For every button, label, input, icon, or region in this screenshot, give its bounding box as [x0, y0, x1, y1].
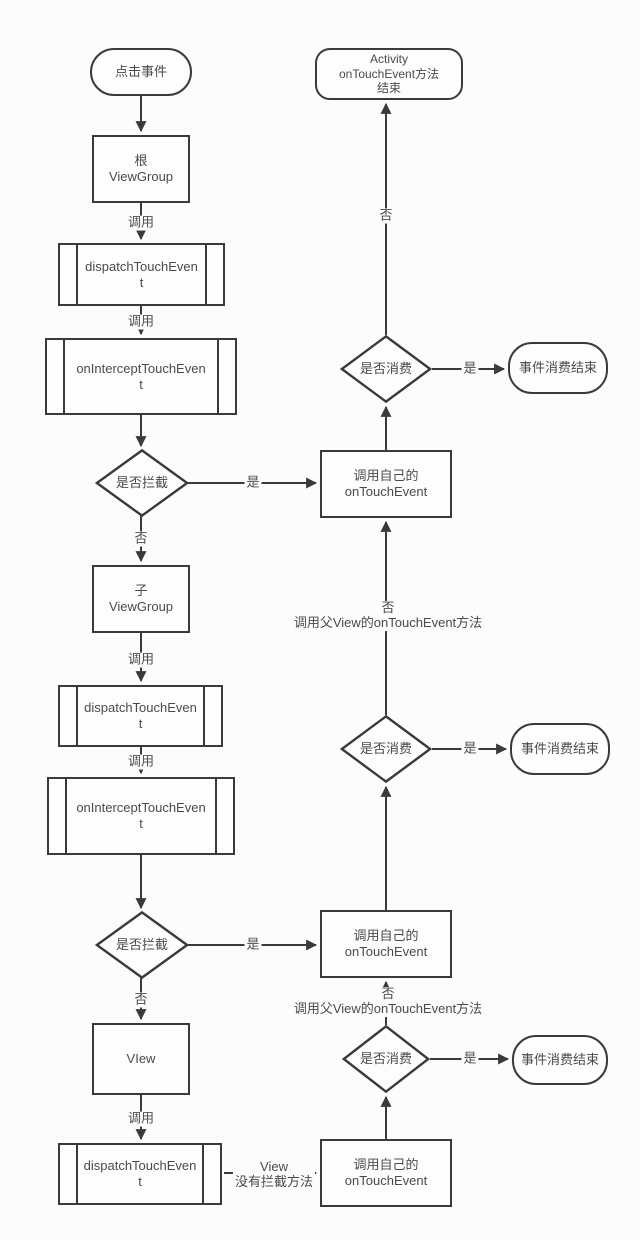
node-own-touch-event-1-label: 调用自己的 onTouchEvent [344, 468, 428, 499]
node-click-event-label: 点击事件 [114, 64, 167, 80]
decision-consume-3: 是否消费 [342, 1025, 430, 1093]
diamond-shape [95, 449, 189, 517]
node-dispatch-touch-event-2: dispatchTouchEven t [58, 685, 223, 747]
diamond-shape [342, 1025, 430, 1093]
node-own-touch-event-1: 调用自己的 onTouchEvent [320, 450, 452, 518]
diamond-shape [95, 911, 189, 979]
edge-label-call-2: 调用 [125, 313, 157, 330]
edge-label-call-3: 调用 [125, 651, 157, 668]
edge-label-no-intercept-1: 否 [132, 530, 150, 547]
node-on-intercept-touch-event-1: onInterceptTouchEven t [45, 338, 237, 415]
node-root-viewgroup: 根 ViewGroup [92, 135, 190, 203]
terminator-event-consumed-2: 事件消费结束 [510, 723, 610, 775]
decision-intercept-2: 是否拦截 [95, 911, 189, 979]
node-dispatch-touch-event-3: dispatchTouchEven t [58, 1143, 222, 1205]
node-own-touch-event-2-label: 调用自己的 onTouchEvent [344, 928, 428, 959]
predefined-bar-left [76, 1145, 78, 1203]
node-dispatch-touch-event-1: dispatchTouchEven t [58, 243, 225, 306]
terminator-event-consumed-3-label: 事件消费结束 [520, 1052, 599, 1068]
node-own-touch-event-2: 调用自己的 onTouchEvent [320, 910, 452, 978]
node-on-intercept-touch-event-1-label: onInterceptTouchEven t [76, 360, 206, 392]
edge-label-no-parent-ontouch-1: 否 调用父View的onTouchEvent方法 [291, 600, 485, 631]
edge-label-no-intercept-2: 否 [132, 991, 150, 1008]
decision-consume-2-label: 是否消费 [359, 741, 412, 757]
terminator-event-consumed-1-label: 事件消费结束 [518, 360, 597, 376]
node-own-touch-event-3-label: 调用自己的 onTouchEvent [344, 1157, 428, 1188]
edge-label-no-consume-top: 否 [377, 207, 395, 224]
decision-consume-2: 是否消费 [340, 715, 432, 783]
terminator-activity-ontouchevent-end: Activity onTouchEvent方法 结束 [315, 48, 463, 100]
node-own-touch-event-3: 调用自己的 onTouchEvent [320, 1139, 452, 1207]
predefined-bar-right [217, 340, 219, 413]
diamond-shape [340, 335, 432, 403]
edge-label-yes-consume-3: 是 [461, 1050, 479, 1067]
node-view: VIew [92, 1023, 190, 1095]
edge-label-no-parent-ontouch-2: 否 调用父View的onTouchEvent方法 [291, 986, 485, 1017]
edge-label-yes-intercept-1: 是 [244, 474, 262, 491]
edge-label-call-1: 调用 [125, 214, 157, 231]
edge-label-call-4: 调用 [125, 753, 157, 770]
node-dispatch-touch-event-2-label: dispatchTouchEven t [84, 700, 197, 731]
predefined-bar-left [63, 340, 65, 413]
terminator-activity-label: Activity onTouchEvent方法 结束 [338, 52, 440, 96]
edge-label-yes-consume-2: 是 [461, 740, 479, 757]
node-view-label: VIew [126, 1051, 156, 1067]
decision-intercept-2-label: 是否拦截 [115, 937, 168, 953]
terminator-event-consumed-2-label: 事件消费结束 [520, 741, 599, 757]
predefined-bar-right [203, 687, 205, 745]
edge-label-view-no-intercept: View 没有拦截方法 [232, 1159, 316, 1190]
predefined-bar-right [202, 1145, 204, 1203]
node-child-viewgroup: 子 ViewGroup [92, 565, 190, 633]
node-on-intercept-touch-event-2: onInterceptTouchEven t [47, 777, 235, 855]
decision-intercept-1: 是否拦截 [95, 449, 189, 517]
edge-label-yes-consume-1: 是 [461, 360, 479, 377]
edge-label-call-5: 调用 [125, 1110, 157, 1127]
decision-intercept-1-label: 是否拦截 [115, 475, 168, 491]
terminator-event-consumed-3: 事件消费结束 [512, 1035, 608, 1085]
node-on-intercept-touch-event-2-label: onInterceptTouchEven t [76, 800, 206, 831]
edge-label-yes-intercept-2: 是 [244, 936, 262, 953]
decision-consume-1-label: 是否消费 [359, 361, 412, 377]
decision-consume-3-label: 是否消费 [359, 1051, 412, 1067]
node-dispatch-touch-event-1-label: dispatchTouchEven t [85, 258, 198, 290]
predefined-bar-left [76, 687, 78, 745]
terminator-event-consumed-1: 事件消费结束 [508, 342, 608, 394]
node-child-viewgroup-label: 子 ViewGroup [108, 583, 174, 614]
predefined-bar-right [215, 779, 217, 853]
node-click-event: 点击事件 [90, 48, 192, 96]
decision-consume-1: 是否消费 [340, 335, 432, 403]
node-root-viewgroup-label: 根 ViewGroup [108, 153, 174, 184]
predefined-bar-right [205, 245, 207, 304]
predefined-bar-left [76, 245, 78, 304]
predefined-bar-left [65, 779, 67, 853]
node-dispatch-touch-event-3-label: dispatchTouchEven t [83, 1158, 197, 1189]
diamond-shape [340, 715, 432, 783]
